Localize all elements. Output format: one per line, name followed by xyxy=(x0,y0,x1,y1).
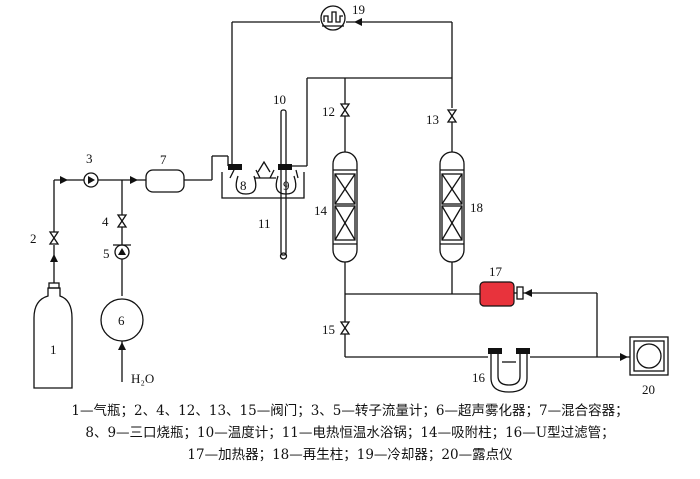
flowmeter-5 xyxy=(113,244,131,260)
cooler xyxy=(320,5,346,31)
legend-line-2: 8、9—三口烧瓶；10—温度计；11—电热恒温水浴锅；14—吸附柱；16—U型过… xyxy=(85,425,615,441)
label-11: 11 xyxy=(258,216,271,231)
label-8: 8 xyxy=(240,178,247,193)
label-7: 7 xyxy=(160,152,167,167)
label-15: 15 xyxy=(322,322,335,337)
label-20: 20 xyxy=(642,382,655,397)
process-flow-diagram: 1 2 3 4 5 6 H₂O 7 xyxy=(30,2,669,397)
valve-2 xyxy=(48,231,60,245)
label-h2o: H₂O xyxy=(131,371,154,386)
label-14: 14 xyxy=(314,203,328,218)
legend-line-1: 1—气瓶；2、4、12、13、15—阀门；3、5—转子流量计；6—超声雾化器；7… xyxy=(71,403,629,419)
label-12: 12 xyxy=(322,104,335,119)
label-3: 3 xyxy=(86,151,93,166)
label-5: 5 xyxy=(103,246,110,261)
label-16: 16 xyxy=(472,370,486,385)
gas-cylinder xyxy=(33,282,73,389)
label-2: 2 xyxy=(30,231,37,246)
water-bath xyxy=(221,172,305,199)
adsorption-column xyxy=(332,151,358,263)
legend: 1—气瓶；2、4、12、13、15—阀门；3、5—转子流量计；6—超声雾化器；7… xyxy=(0,400,700,479)
label-13: 13 xyxy=(426,112,439,127)
thermometer xyxy=(279,109,288,260)
valve-4 xyxy=(116,214,128,228)
label-18: 18 xyxy=(470,200,483,215)
label-19: 19 xyxy=(352,2,365,17)
legend-line-3: 17—加热器；18—再生柱；19—冷却器；20—露点仪 xyxy=(187,447,513,463)
label-6: 6 xyxy=(118,313,125,328)
regeneration-column xyxy=(439,151,465,263)
valve-12 xyxy=(339,103,351,117)
three-neck-flask-8 xyxy=(228,164,261,195)
label-10: 10 xyxy=(273,92,286,107)
dew-point-meter xyxy=(629,336,669,376)
valve-15 xyxy=(339,321,351,335)
heater xyxy=(479,281,524,307)
label-1: 1 xyxy=(50,342,57,357)
flowmeter-3 xyxy=(83,172,99,188)
u-tube-filter xyxy=(488,348,530,393)
label-17: 17 xyxy=(489,264,503,279)
mixing-vessel xyxy=(145,169,185,193)
valve-13 xyxy=(446,109,458,123)
label-4: 4 xyxy=(102,214,109,229)
